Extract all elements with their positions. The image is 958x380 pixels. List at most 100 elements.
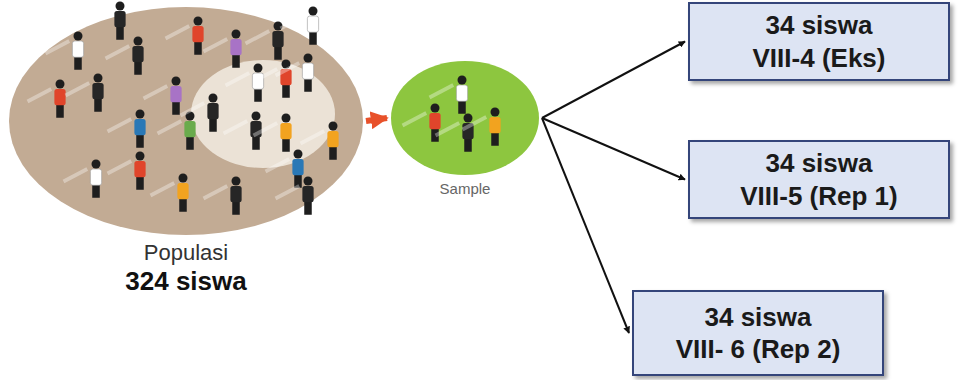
person-head — [179, 174, 188, 183]
person-legs — [232, 54, 240, 68]
person-legs — [136, 176, 144, 190]
person-body — [134, 161, 145, 177]
person-head — [254, 64, 263, 73]
person-head — [232, 30, 241, 39]
motion-streak — [436, 123, 460, 136]
person-legs — [74, 56, 82, 70]
person-head — [491, 108, 500, 117]
motion-streak — [108, 119, 132, 132]
population-label: Populasi — [8, 240, 364, 266]
person-head — [134, 37, 143, 46]
person-head — [209, 94, 218, 103]
motion-streak — [301, 131, 325, 144]
person-body — [230, 186, 241, 202]
motion-streak — [108, 161, 132, 174]
person-legs — [254, 88, 262, 102]
person-body — [170, 86, 181, 102]
person-head — [194, 17, 203, 26]
person-head — [116, 2, 125, 11]
person-body — [114, 11, 125, 27]
motion-streak — [246, 31, 270, 44]
person-head — [458, 76, 467, 85]
motion-streak — [166, 26, 190, 39]
person-body — [134, 119, 145, 135]
motion-streak — [266, 159, 290, 172]
person-body — [132, 46, 143, 62]
motion-streak — [66, 83, 90, 96]
person-body — [280, 123, 291, 139]
motion-streak — [403, 113, 427, 126]
sample-ground — [391, 61, 539, 175]
person-legs — [282, 138, 290, 152]
person-body — [192, 26, 203, 42]
person-head — [172, 77, 181, 86]
person-legs — [464, 138, 472, 152]
caption-area: Populasi324 siswa — [8, 240, 364, 298]
motion-streak — [281, 16, 305, 29]
sample-circle: Sample — [390, 60, 540, 200]
motion-streak — [106, 46, 130, 59]
person-body — [230, 39, 241, 55]
class-box: 34 siswaVIII- 6 (Rep 2) — [632, 290, 884, 376]
person-legs — [56, 104, 64, 118]
student-count: 34 siswa — [766, 9, 873, 42]
person-head — [136, 110, 145, 119]
person-legs — [134, 61, 142, 75]
population-ground — [9, 7, 363, 235]
person-legs — [304, 78, 312, 92]
population-illustration — [8, 6, 364, 236]
student-count: 34 siswa — [705, 301, 812, 334]
person-body — [272, 31, 283, 47]
person-head — [252, 112, 261, 121]
selection-arrow — [366, 118, 387, 121]
class-name: VIII-4 (Eks) — [753, 42, 886, 75]
person-legs — [179, 198, 187, 212]
person-body — [456, 85, 467, 101]
person-legs — [186, 136, 194, 150]
motion-streak — [254, 69, 278, 82]
person-body — [207, 103, 218, 119]
person-head — [92, 160, 101, 169]
motion-streak — [181, 103, 205, 116]
person-head — [431, 104, 440, 113]
person-head — [94, 74, 103, 83]
person-head — [282, 114, 291, 123]
person-body — [184, 121, 195, 137]
motion-streak — [28, 89, 52, 102]
student-count: 34 siswa — [766, 147, 873, 180]
motion-streak — [430, 85, 454, 98]
person-legs — [252, 136, 260, 150]
motion-streak — [276, 63, 300, 76]
person-head — [294, 150, 303, 159]
motion-streak — [204, 39, 228, 52]
caption-area: Sample — [390, 180, 540, 198]
person-head — [74, 32, 83, 41]
person-body — [92, 83, 103, 99]
person-body — [302, 63, 313, 79]
person-legs — [136, 134, 144, 148]
person-head — [464, 114, 473, 123]
class-box: 34 siswaVIII-4 (Eks) — [688, 2, 950, 81]
person-legs — [232, 201, 240, 215]
person-legs — [172, 101, 180, 115]
motion-streak — [276, 186, 300, 199]
person-body — [177, 183, 188, 199]
person-legs — [116, 26, 124, 40]
person-head — [56, 80, 65, 89]
person-body — [54, 89, 65, 105]
person-head — [304, 54, 313, 63]
person-head — [304, 177, 313, 186]
person-body — [302, 186, 313, 202]
person-legs — [274, 46, 282, 60]
class-box: 34 siswaVIII-5 (Rep 1) — [688, 140, 950, 219]
motion-streak — [158, 121, 182, 134]
motion-streak — [88, 11, 112, 24]
person-legs — [282, 84, 290, 98]
assignment-arrow — [542, 118, 629, 333]
person-body — [72, 41, 83, 57]
person-head — [329, 122, 338, 131]
person-legs — [194, 41, 202, 55]
sample-illustration — [390, 60, 540, 176]
person-legs — [329, 146, 337, 160]
person-legs — [304, 201, 312, 215]
